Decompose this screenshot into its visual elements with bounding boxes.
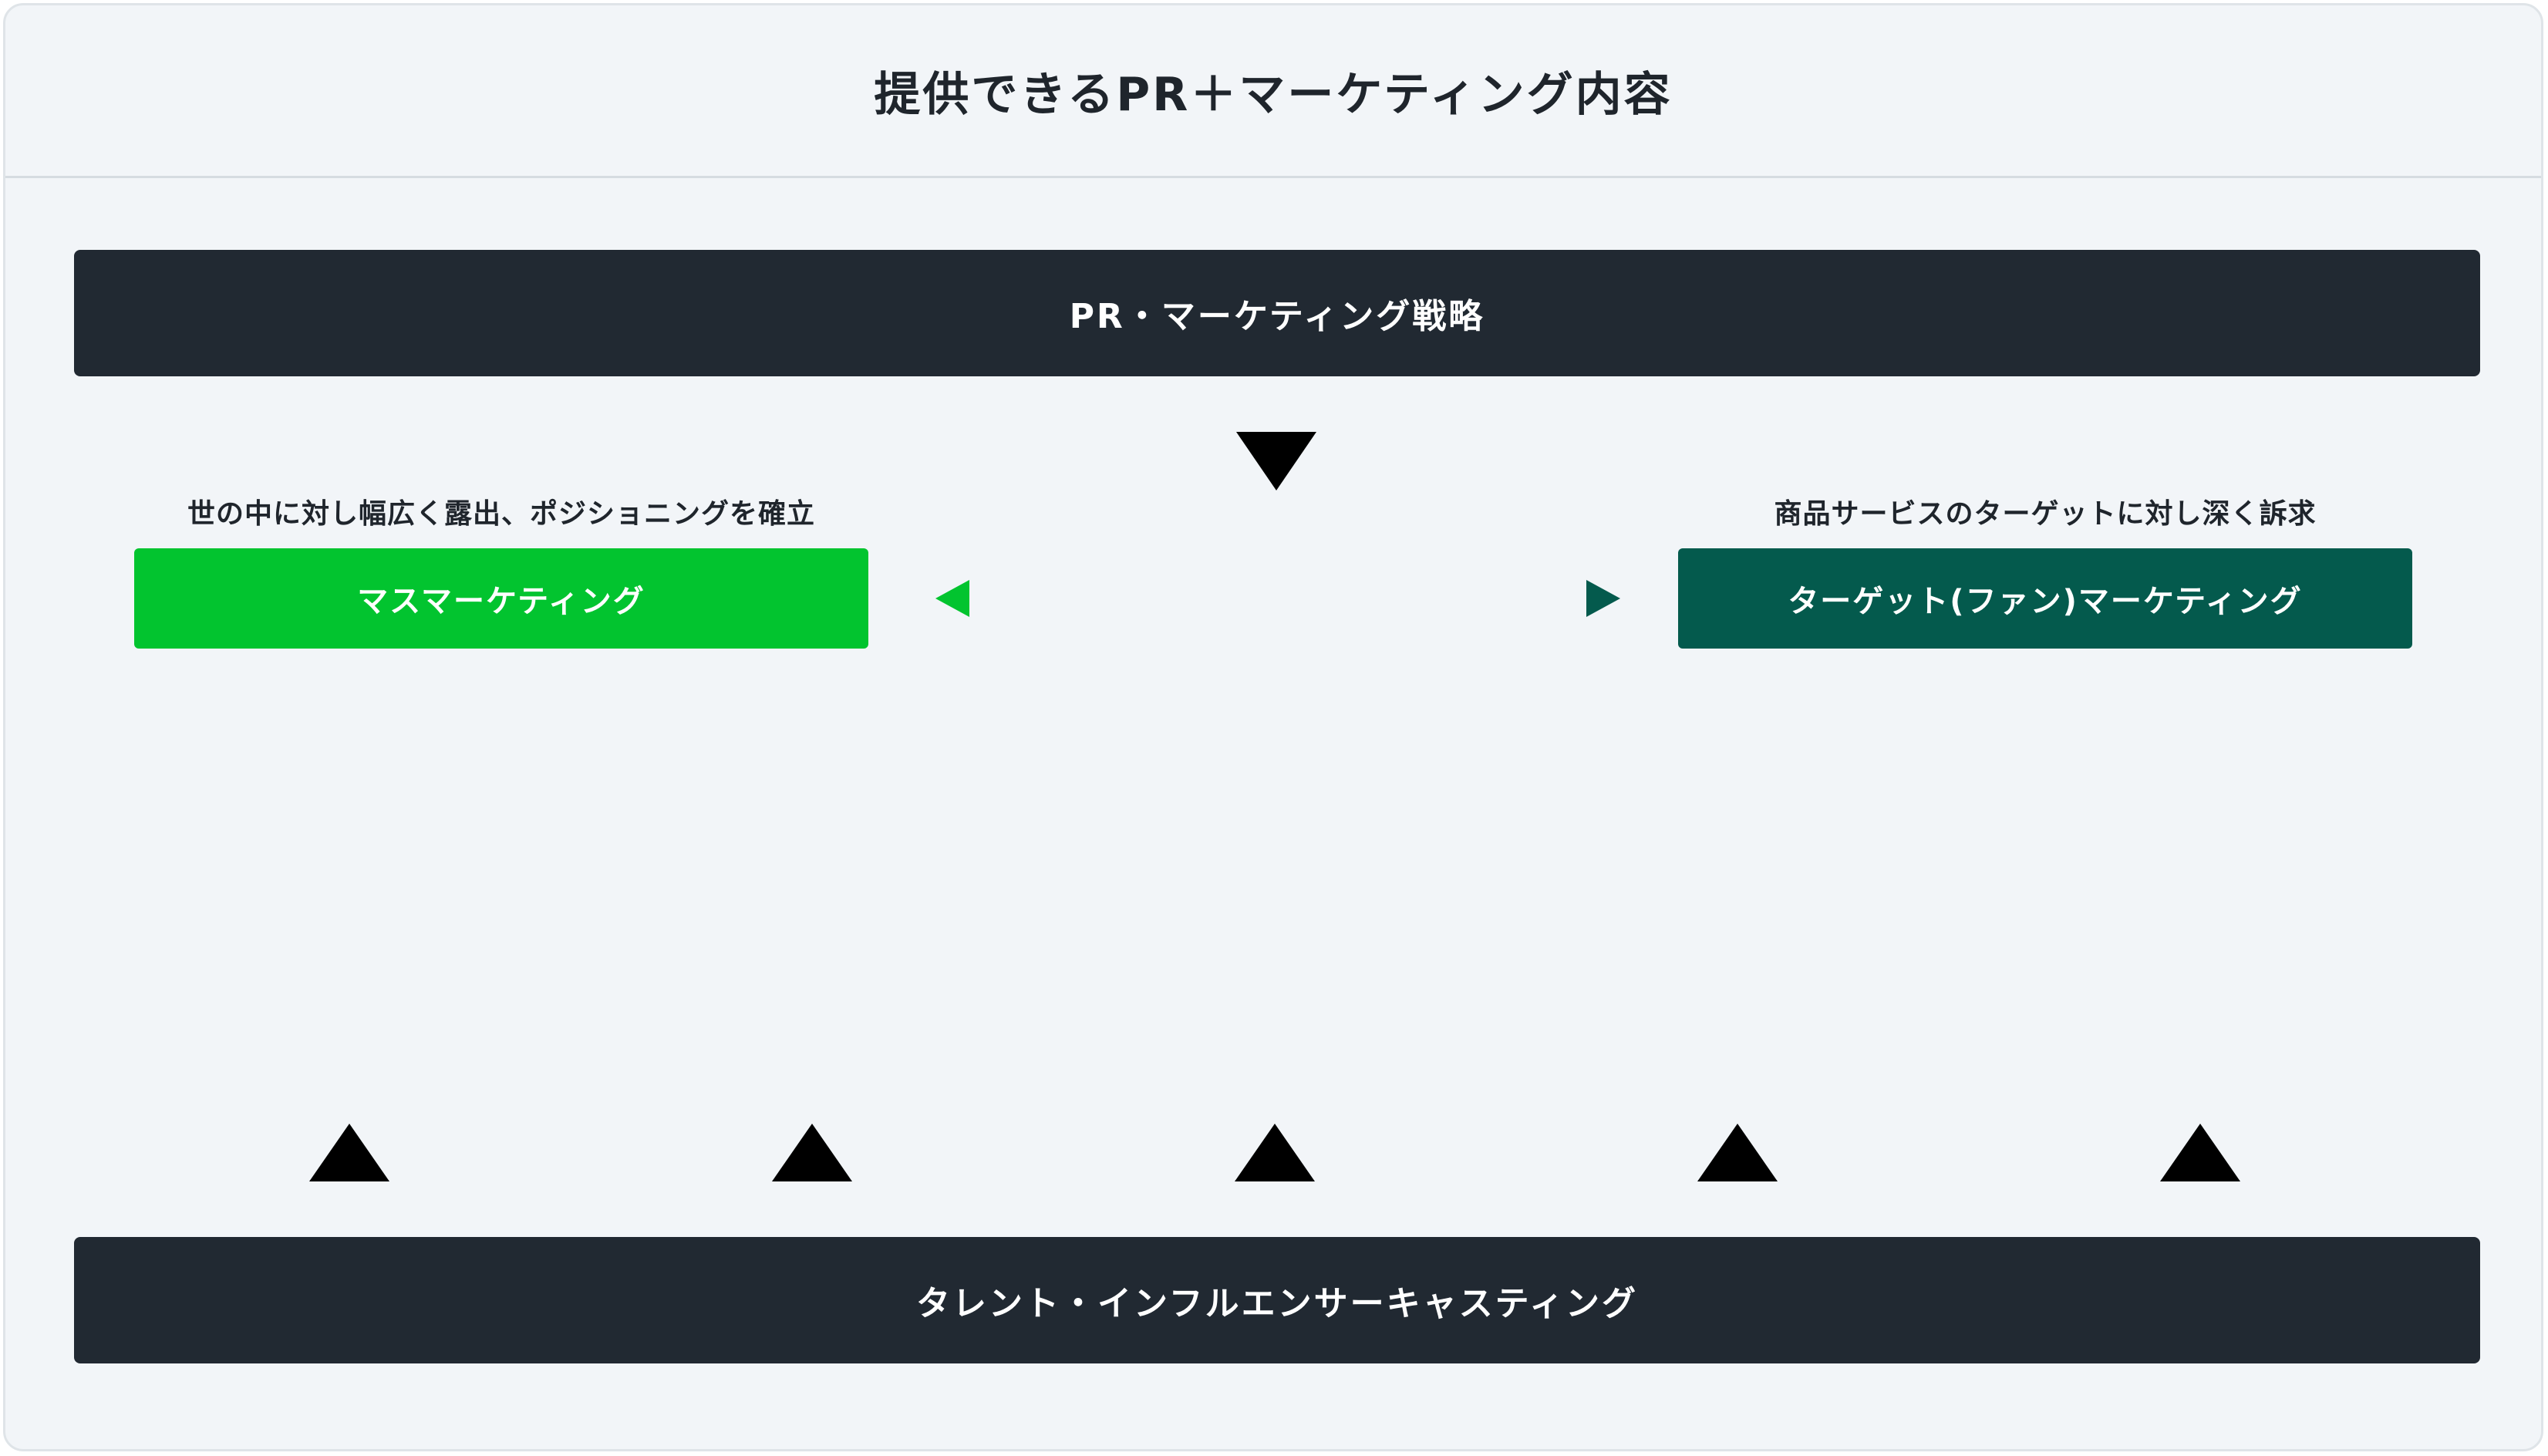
up-triangle-icon	[1235, 1124, 1315, 1181]
talent-influencer-casting-bar: タレント・インフルエンサーキャスティング	[74, 1237, 2480, 1363]
page-title: 提供できるPR＋マーケティング内容	[874, 68, 1673, 122]
target-marketing-tagline: 商品サービスのターゲットに対し深く訴求	[1774, 498, 2317, 530]
target-marketing-label: ターゲット(ファン)マーケティング	[1788, 584, 2303, 619]
talent-influencer-casting-label: タレント・インフルエンサーキャスティング	[915, 1284, 1639, 1323]
diagram-graphics	[309, 432, 2240, 1181]
up-triangle-icon	[2160, 1124, 2240, 1181]
up-triangle-icon	[309, 1124, 389, 1181]
diagram-frame: 提供できるPR＋マーケティング内容 PR・マーケティング戦略 世の中に対し幅広く…	[3, 3, 2543, 1451]
pr-marketing-strategy-label: PR・マーケティング戦略	[1069, 297, 1485, 336]
up-triangle-icon	[772, 1124, 852, 1181]
target-marketing-box: ターゲット(ファン)マーケティング	[1678, 548, 2412, 649]
double-arrow-icon	[935, 580, 1620, 617]
pr-marketing-strategy-bar: PR・マーケティング戦略	[74, 250, 2480, 376]
header: 提供できるPR＋マーケティング内容	[5, 5, 2541, 178]
up-triangles	[309, 1124, 2240, 1181]
up-triangle-icon	[1697, 1124, 1778, 1181]
mass-marketing-tagline: 世の中に対し幅広く露出、ポジショニングを確立	[187, 498, 815, 530]
mass-marketing-box: マスマーケティング	[134, 548, 868, 649]
mass-marketing-label: マスマーケティング	[357, 584, 645, 619]
down-triangle-icon	[1236, 432, 1316, 490]
